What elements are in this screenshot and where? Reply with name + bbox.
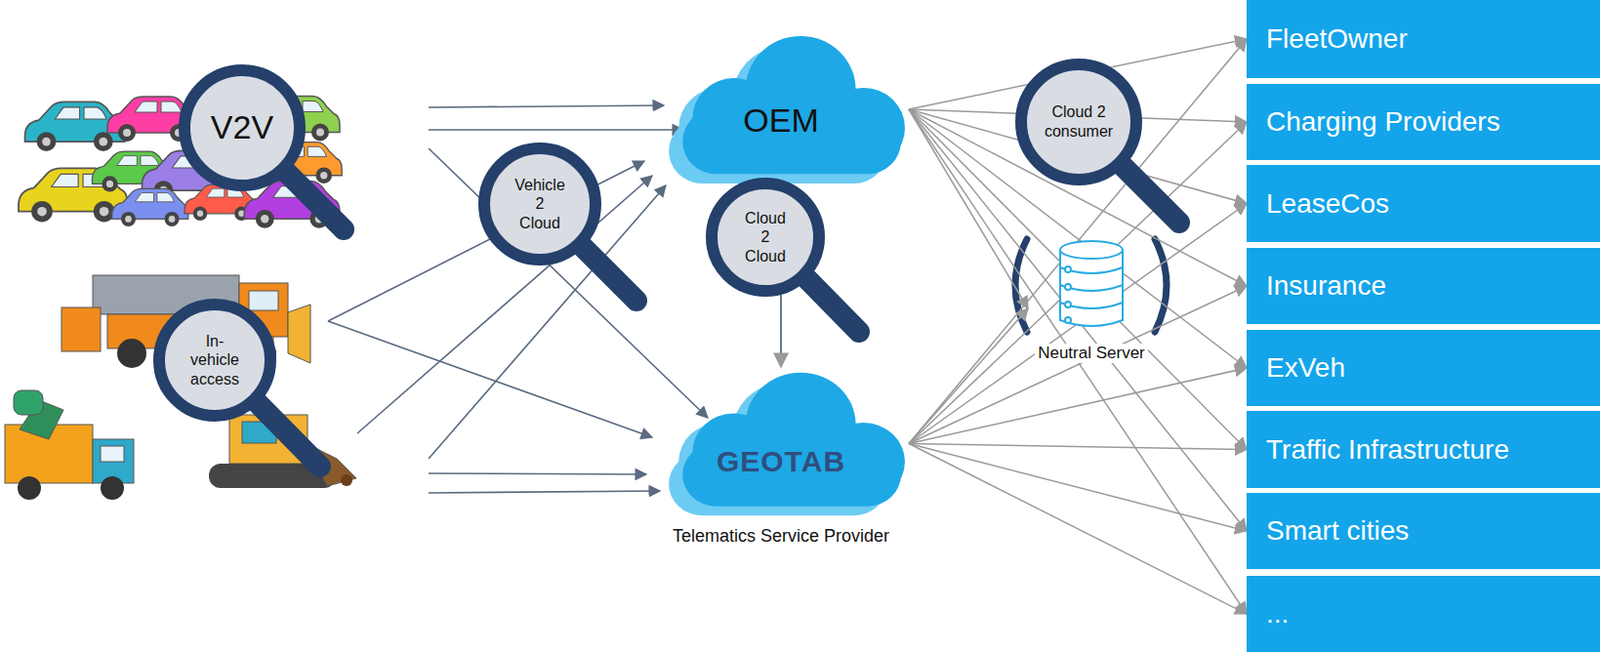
database-icon: [1052, 236, 1131, 334]
data-flow-arrow: [908, 368, 1247, 445]
data-flow-arrow: [908, 204, 1247, 445]
consumer-label: Insurance: [1266, 270, 1387, 302]
neutral-server: Neutral Server: [1027, 232, 1155, 385]
consumer-box: Traffic Infrastructure: [1246, 410, 1600, 489]
consumer-label: Smart cities: [1266, 515, 1409, 547]
consumer-box: ...: [1246, 575, 1600, 652]
data-flow-arrow: [908, 109, 1028, 309]
data-flow-arrow: [908, 39, 1247, 445]
cloud-node: GEOTABTelematics Service Provider: [653, 367, 909, 521]
server-label: Neutral Server: [1034, 343, 1149, 364]
consumer-box: Smart cities: [1246, 492, 1600, 570]
data-flow-arrow: [908, 444, 1247, 533]
consumer-box: Insurance: [1246, 247, 1600, 325]
magnifier-label: In-vehicle access: [190, 331, 240, 390]
magnifier-label: Vehicle 2 Cloud: [514, 175, 566, 234]
consumer-label: Charging Providers: [1266, 106, 1501, 138]
magnifier-lens: V2V: [178, 64, 306, 192]
magnifier-lens: Cloud 2 consumer: [1015, 58, 1143, 186]
consumer-label: ...: [1266, 598, 1289, 630]
data-flow-arrow: [908, 444, 1247, 451]
consumer-label: ExVeh: [1266, 352, 1346, 384]
consumer-box: LeaseCos: [1246, 164, 1600, 243]
magnifier-label: Cloud 2 consumer: [1044, 102, 1113, 141]
data-flow-arrow: [908, 444, 1247, 616]
consumer-label: FleetOwner: [1266, 23, 1408, 55]
consumer-box: FleetOwner: [1246, 0, 1600, 79]
magnifier-lens: Vehicle 2 Cloud: [478, 142, 602, 266]
magnifier-lens: Cloud 2 Cloud: [705, 177, 825, 297]
magnifier-lens: In-vehicle access: [153, 298, 277, 422]
magnifier-label: Cloud 2 Cloud: [744, 208, 786, 267]
consumer-box: ExVeh: [1246, 329, 1600, 407]
magnifier-label: V2V: [210, 107, 274, 148]
consumer-label: Traffic Infrastructure: [1266, 434, 1510, 466]
cloud-label: OEM: [742, 101, 819, 140]
brand-logo-text: GEOTAB: [716, 445, 846, 479]
cloud-node: OEM: [653, 30, 909, 189]
consumer-label: LeaseCos: [1266, 188, 1390, 220]
consumer-box: Charging Providers: [1246, 83, 1600, 161]
cloud-shape: [653, 367, 909, 521]
cloud-caption: Telematics Service Provider: [669, 526, 893, 547]
